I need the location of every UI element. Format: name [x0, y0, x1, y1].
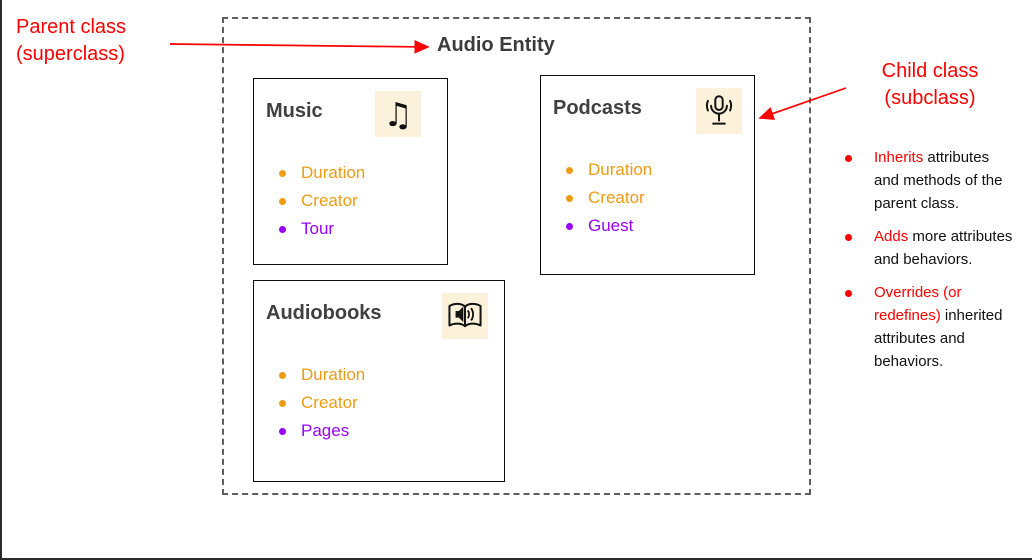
- parent-class-callout: Parent class (superclass): [16, 14, 126, 68]
- attribute-label: Creator: [588, 188, 645, 207]
- bullet-dot: [279, 169, 286, 177]
- attribute-label: Duration: [301, 365, 366, 384]
- bullet-dot: [566, 222, 573, 230]
- class-name: Audiobooks: [266, 302, 382, 324]
- attribute-label: Duration: [301, 163, 366, 182]
- class-header: Music ♫: [254, 79, 447, 137]
- class-box-audiobooks: Audiobooks Duration Creator Pages: [253, 280, 505, 482]
- attribute-item: Creator: [566, 184, 754, 212]
- attribute-item: Creator: [279, 187, 447, 215]
- class-name: Music: [266, 100, 323, 122]
- attribute-label: Creator: [301, 393, 358, 412]
- subclass-notes-list: Inherits attributes and methods of the p…: [845, 146, 1025, 383]
- attribute-item: Guest: [566, 212, 754, 240]
- class-name: Podcasts: [553, 97, 642, 119]
- attribute-item: Pages: [279, 417, 504, 445]
- attribute-label: Creator: [301, 191, 358, 210]
- attribute-label: Pages: [301, 421, 350, 440]
- attribute-list: Duration Creator Pages: [254, 361, 504, 445]
- bullet-dot: [566, 166, 573, 174]
- parent-callout-line2: (superclass): [16, 43, 125, 65]
- bullet-dot: [845, 290, 852, 297]
- bullet-dot: [279, 371, 286, 379]
- attribute-label: Guest: [588, 216, 634, 235]
- microphone-icon: [696, 88, 742, 134]
- attribute-label: Duration: [588, 160, 653, 179]
- parent-class-title: Audio Entity: [437, 34, 555, 56]
- class-header: Audiobooks: [254, 281, 504, 339]
- attribute-item: Duration: [566, 156, 754, 184]
- bullet-dot: [845, 155, 852, 162]
- child-callout-line2: (subclass): [884, 87, 976, 109]
- music-note-icon: ♫: [375, 91, 421, 137]
- attribute-list: Duration Creator Guest: [541, 156, 754, 240]
- note-item: Inherits attributes and methods of the p…: [845, 146, 1025, 215]
- attribute-item: Duration: [279, 159, 447, 187]
- bullet-dot: [279, 427, 286, 435]
- child-class-callout: Child class (subclass): [852, 58, 1008, 112]
- attribute-item: Creator: [279, 389, 504, 417]
- class-box-podcasts: Podcasts Duration Creator Guest: [540, 75, 755, 275]
- audiobook-icon: [442, 293, 488, 339]
- bullet-dot: [279, 225, 286, 233]
- bullet-dot: [279, 399, 286, 407]
- note-text: Adds more attributes and behaviors.: [874, 228, 1013, 268]
- bullet-dot: [566, 194, 573, 202]
- note-item: Adds more attributes and behaviors.: [845, 225, 1025, 271]
- note-item: Overrides (or redefines) inherited attri…: [845, 281, 1025, 373]
- note-text: Inherits attributes and methods of the p…: [874, 149, 1003, 212]
- bullet-dot: [279, 197, 286, 205]
- class-box-music: Music ♫ Duration Creator Tour: [253, 78, 448, 265]
- audio-entity-container: [222, 17, 811, 495]
- parent-callout-line1: Parent class: [16, 16, 127, 38]
- attribute-list: Duration Creator Tour: [254, 159, 447, 243]
- child-callout-line1: Child class: [881, 60, 979, 82]
- attribute-label: Tour: [301, 219, 335, 238]
- note-text: Overrides (or redefines) inherited attri…: [874, 284, 1003, 370]
- attribute-item: Tour: [279, 215, 447, 243]
- bullet-dot: [845, 234, 852, 241]
- attribute-item: Duration: [279, 361, 504, 389]
- class-header: Podcasts: [541, 76, 754, 134]
